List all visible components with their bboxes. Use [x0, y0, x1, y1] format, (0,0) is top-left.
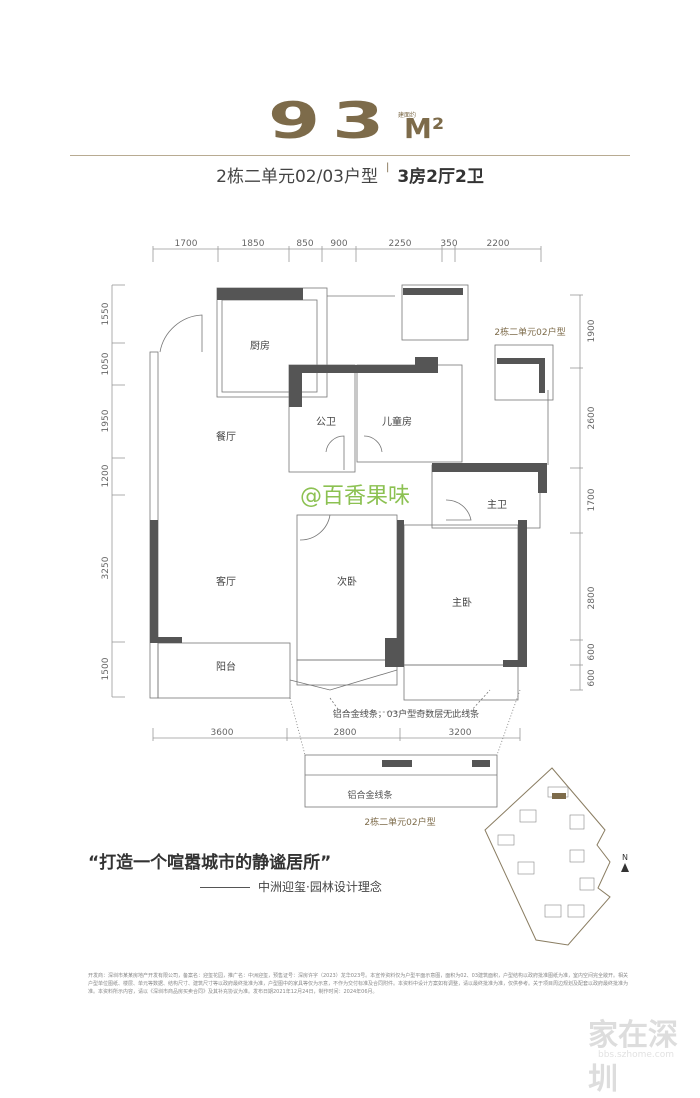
- site-map: N: [484, 767, 629, 946]
- room-kitchen: 厨房: [250, 339, 270, 352]
- room-labels: 厨房 餐厅 公卫 儿童房 主卫 客厅 次卧 主卧 阳台: [216, 339, 507, 673]
- area-unit: M²: [404, 112, 445, 145]
- room-dining: 餐厅: [216, 430, 236, 443]
- dim-right: 1900: [587, 319, 597, 342]
- title-divider: [70, 155, 630, 156]
- alu-label: 铝合金线条: [347, 789, 392, 801]
- quote-text: “打造一个喧嚣城市的静谧居所”: [88, 853, 332, 873]
- room-kids: 儿童房: [382, 415, 412, 428]
- dim-bottom: 3200: [449, 728, 472, 738]
- highlighted-building: [552, 793, 566, 799]
- dim-right: 2800: [587, 586, 597, 609]
- north-arrow-icon: [621, 863, 629, 872]
- structural-walls: [150, 288, 547, 767]
- dim-top: 1700: [175, 239, 198, 249]
- fine-print: 开发商：深圳市某某房地产开发有限公司，备案名：迎玺花园，推广名：中洲迎玺，预售证…: [88, 973, 629, 995]
- dim-left: 1950: [101, 409, 111, 432]
- floor-plan: 1700 1850 850 900 2250 350 2200 1550 105…: [101, 239, 629, 946]
- area-value: 93: [268, 92, 397, 150]
- dim-bottom: 3600: [211, 728, 234, 738]
- dim-right: 1700: [587, 488, 597, 511]
- dim-top: 900: [330, 239, 347, 249]
- dim-right: 600: [587, 669, 597, 686]
- alu-note: 铝合金线条，03户型奇数层无此线条: [333, 708, 479, 720]
- dim-right: 2600: [587, 406, 597, 429]
- separator: |: [385, 162, 390, 173]
- annotations: 2栋二单元02户型 铝合金线条，03户型奇数层无此线条 铝合金线条 2栋二单元0…: [333, 326, 566, 828]
- unit-layout: 3房2厅2卫: [397, 167, 484, 187]
- north-label: N: [622, 853, 628, 862]
- room-second-bedroom: 次卧: [337, 575, 357, 588]
- room-public-bath: 公卫: [316, 417, 336, 428]
- dim-left: 1550: [101, 302, 111, 325]
- inset-label-bottom: 2栋二单元02户型: [364, 816, 435, 828]
- inset-label-top: 2栋二单元02户型: [494, 326, 565, 338]
- dim-left: 1200: [101, 464, 111, 487]
- quote-source-text: 中洲迎玺·园林设计理念: [258, 880, 382, 894]
- site-watermark-url: bbs.szhome.com: [598, 1050, 674, 1060]
- quote-source: 中洲迎玺·园林设计理念: [200, 878, 382, 895]
- room-master-bath: 主卫: [487, 499, 507, 511]
- dim-right: 600: [587, 643, 597, 660]
- user-watermark: @百香果味: [300, 484, 410, 509]
- dim-top: 350: [440, 239, 457, 249]
- dim-left: 1500: [101, 657, 111, 680]
- dimension-labels: 1700 1850 850 900 2250 350 2200 1550 105…: [101, 239, 597, 738]
- quote-dash: [200, 887, 250, 888]
- dim-top: 2250: [389, 239, 412, 249]
- area-note: 建面约: [398, 112, 417, 119]
- dimension-lines: [111, 246, 583, 741]
- room-master-bedroom: 主卧: [452, 596, 472, 609]
- dim-top: 2200: [487, 239, 510, 249]
- room-balcony: 阳台: [216, 660, 236, 673]
- dim-top: 850: [296, 239, 313, 249]
- dim-bottom: 2800: [334, 728, 357, 738]
- dim-left: 1050: [101, 352, 111, 375]
- dim-left: 3250: [101, 556, 111, 579]
- unit-name: 2栋二单元02/03户型: [216, 167, 378, 187]
- unit-subtitle: 2栋二单元02/03户型 | 3房2厅2卫: [0, 162, 700, 187]
- room-living: 客厅: [216, 575, 236, 588]
- dim-top: 1850: [242, 239, 265, 249]
